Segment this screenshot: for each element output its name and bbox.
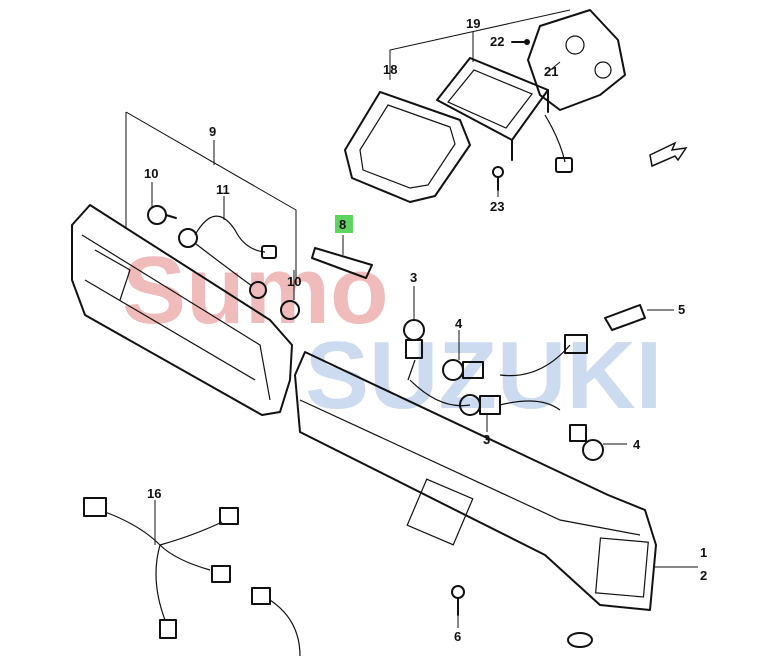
callout-8: 8: [339, 217, 346, 232]
callout-3-upper: 3: [410, 270, 417, 285]
watermark-logo: Sumo SUZUKI: [122, 237, 662, 429]
wiring-harness: [409, 304, 646, 411]
highlight-box-8: [335, 215, 353, 233]
callout-2: 2: [700, 568, 707, 583]
bulb-10-upper: [147, 205, 177, 225]
screw-23: [492, 166, 504, 191]
callout-5: 5: [678, 302, 685, 317]
callout-10-upper: 10: [144, 166, 158, 181]
callout-18: 18: [383, 62, 397, 77]
license-lamp-lens: [344, 91, 471, 203]
callout-23: 23: [490, 199, 504, 214]
callout-6: 6: [454, 629, 461, 644]
callout-10-lower: 10: [287, 274, 301, 289]
callout-16: 16: [147, 486, 161, 501]
wiring-harness-16: [83, 497, 301, 656]
callout-3-lower: 3: [483, 432, 490, 447]
clip: [567, 632, 593, 648]
callout-9: 9: [209, 124, 216, 139]
rear-bumper-lamp-bar: [294, 351, 657, 611]
callout-19: 19: [466, 16, 480, 31]
screw-22: [511, 39, 530, 45]
bracket-8: [311, 247, 373, 279]
callout-4-mid: 4: [455, 316, 463, 331]
arrow-icon: [649, 141, 688, 168]
screw-6: [451, 585, 465, 616]
rear-combination-lamp-left: [71, 204, 293, 416]
bulb-10-lower: [280, 300, 300, 320]
leader-lines: [125, 9, 698, 628]
license-lamp-housing: [436, 57, 549, 161]
socket-wire-11: [178, 215, 277, 299]
callout-21: 21: [544, 64, 558, 79]
callout-1: 1: [700, 545, 707, 560]
lamp-socket-assembly: [527, 9, 626, 173]
callout-11: 11: [216, 182, 230, 197]
callout-4-right: 4: [633, 437, 641, 452]
callout-22: 22: [490, 34, 504, 49]
bulb-4-right: [569, 424, 604, 461]
bulb-4-mid: [442, 359, 484, 381]
